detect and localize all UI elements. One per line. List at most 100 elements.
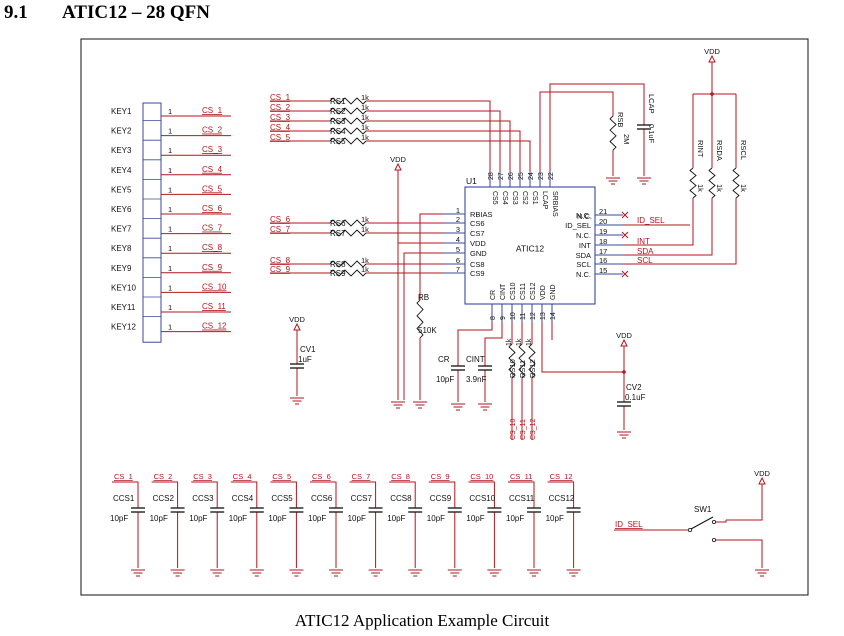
ic-pin-number: 25 [518, 172, 525, 180]
schematic-frame [80, 38, 809, 596]
key-label: KEY12 [111, 323, 136, 332]
id-sel-net-label: ID_SEL [637, 216, 665, 225]
cs-net-label: CS_11 [520, 419, 527, 440]
signal-net-label: SCL [637, 256, 653, 265]
key-connector-body [142, 102, 162, 343]
cv2-value: 0.1uF [625, 393, 646, 402]
ic-pin-number: 15 [599, 266, 607, 275]
resistor-ref: RS9 [330, 269, 346, 278]
ic-pin-number: 6 [456, 256, 460, 265]
wires-layer [112, 62, 763, 568]
resistor-ref: RS2 [330, 107, 346, 116]
sense-cap-net-wire [151, 481, 179, 508]
sense-cap-net-wire [508, 481, 535, 508]
rb-ref: RB [418, 293, 429, 302]
rsb-ref: RSB [616, 112, 625, 127]
resistor-ref: RS7 [330, 229, 346, 238]
ic-pin-name: GND [550, 284, 557, 300]
ic-pin-number: 9 [500, 316, 507, 320]
resistor-ref: RS6 [330, 219, 346, 228]
gnd-wire [403, 252, 443, 400]
ic-pin-number: 10 [510, 312, 517, 320]
key-label: KEY6 [111, 205, 132, 214]
sense-cap-ref: CCS8 [390, 494, 412, 503]
key-pin-number: 1 [168, 264, 172, 273]
key-pin-number: 1 [168, 323, 172, 332]
resistor-ref: RS8 [330, 260, 346, 269]
ic-pin-number: 23 [538, 172, 545, 180]
switch-vdd-supply-label: VDD [754, 469, 770, 478]
sense-cap-net-label: CS_10 [470, 472, 493, 481]
sense-cap-value: 10pF [268, 514, 286, 523]
signal-net-wire [623, 198, 737, 265]
no-connect-mark [621, 231, 629, 239]
ic-pin-name: CS9 [470, 269, 485, 278]
sense-cap-ref: CCS10 [469, 494, 495, 503]
sense-cap-ref: CCS2 [153, 494, 175, 503]
cr-wire [457, 322, 493, 366]
cint-ref: CINT [466, 355, 485, 364]
no-connect-mark [621, 270, 629, 278]
signal-net-wire [623, 198, 713, 256]
ic-pin-name: CS5 [491, 191, 498, 205]
ic-pin-name: INT [579, 241, 592, 250]
sense-cap-ref: CCS4 [232, 494, 254, 503]
ic-pin-number: 11 [520, 313, 527, 320]
sense-cap-net-wire [468, 481, 495, 508]
ic-pin-name: SDA [576, 251, 591, 260]
cs-net-wire [366, 110, 501, 172]
lcap-wire [549, 83, 645, 172]
cv2-ref: CV2 [626, 383, 642, 392]
resistor-value: 1k [516, 338, 523, 346]
junction-dot [622, 370, 626, 374]
pullup-resistor [708, 167, 716, 199]
signal-net-wire [623, 198, 694, 246]
cs-net-label: CS_3 [270, 113, 291, 122]
key-pin-number: 1 [168, 303, 172, 312]
ic-vdd-supply-label: VDD [390, 155, 406, 164]
sense-cap-net-wire [270, 481, 297, 508]
ic-pin-name: VDD [540, 285, 547, 300]
key-pin-number: 1 [168, 283, 172, 292]
sense-cap-ref: CCS11 [509, 494, 535, 503]
ic-pin-number: 1 [456, 206, 460, 215]
key-net-label: CS_10 [202, 282, 227, 291]
key-pin-number: 1 [168, 205, 172, 214]
key-net-label: CS_3 [202, 145, 223, 154]
switch-contact [712, 538, 717, 543]
cs-net-label: CS_5 [270, 133, 291, 142]
sense-cap-net-label: CS_5 [272, 472, 291, 481]
ic-pin-name: CS2 [521, 191, 528, 205]
sense-cap-net-label: CS_4 [233, 472, 252, 481]
ic-pin-number: 22 [548, 172, 555, 180]
signal-net-label: SDA [637, 247, 654, 256]
rbias-wire [419, 213, 443, 300]
key-label: KEY8 [111, 244, 132, 253]
key-label: KEY2 [111, 127, 132, 136]
rb-resistor [416, 299, 424, 339]
key-net-label: CS_9 [202, 263, 223, 272]
sense-cap-value: 10pF [466, 514, 484, 523]
ic-pin-name: VDD [470, 239, 486, 248]
ic-pin-name: CS7 [470, 229, 485, 238]
cs-net-label: CS_6 [270, 215, 291, 224]
sense-cap-net-wire [112, 481, 139, 508]
sense-cap-ref: CCS5 [271, 494, 293, 503]
key-label: KEY4 [111, 166, 132, 175]
cs-net-label: CS_8 [270, 256, 291, 265]
cs-net-label: CS_1 [270, 93, 291, 102]
nc-label: N.C. [577, 212, 592, 221]
sense-cap-ref: CCS3 [192, 494, 214, 503]
key-label: KEY5 [111, 185, 132, 194]
ic-pin-number: 18 [599, 237, 607, 246]
sense-cap-value: 10pF [506, 514, 524, 523]
pullup-value: 1k [715, 184, 724, 192]
resistor-value: 1k [361, 93, 369, 102]
pullup-vdd-supply [708, 54, 716, 63]
switch-ref: SW1 [694, 505, 712, 514]
input-resistor [329, 137, 367, 145]
sense-cap-ref: CCS1 [113, 494, 135, 503]
resistor-value: 1k [361, 123, 369, 132]
key-net-label: CS_5 [202, 184, 223, 193]
sense-cap-net-wire [428, 481, 456, 508]
